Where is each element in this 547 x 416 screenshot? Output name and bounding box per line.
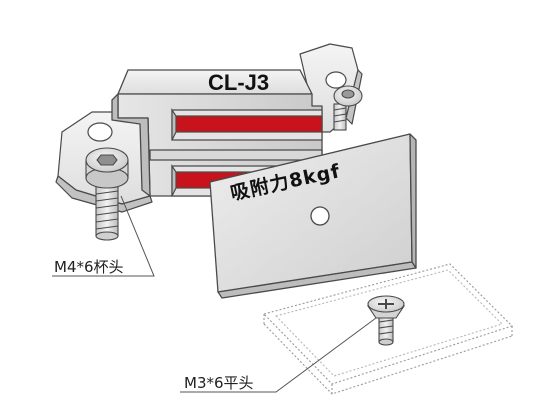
leader-line-m4 (52, 195, 155, 277)
m3-flat-head-screw (366, 295, 406, 346)
model-label: CL-J3 (208, 70, 269, 95)
magnet-strip-upper (171, 108, 323, 141)
bracket-screw-right (333, 85, 363, 131)
glass-panel (262, 263, 514, 395)
m3-screw-callout: M3*6平头 (184, 374, 254, 392)
strike-plate (209, 133, 417, 299)
m4-cup-head-screw (85, 147, 129, 241)
m4-screw-callout: M4*6杯头 (54, 258, 124, 276)
leader-line-m3 (180, 317, 377, 393)
